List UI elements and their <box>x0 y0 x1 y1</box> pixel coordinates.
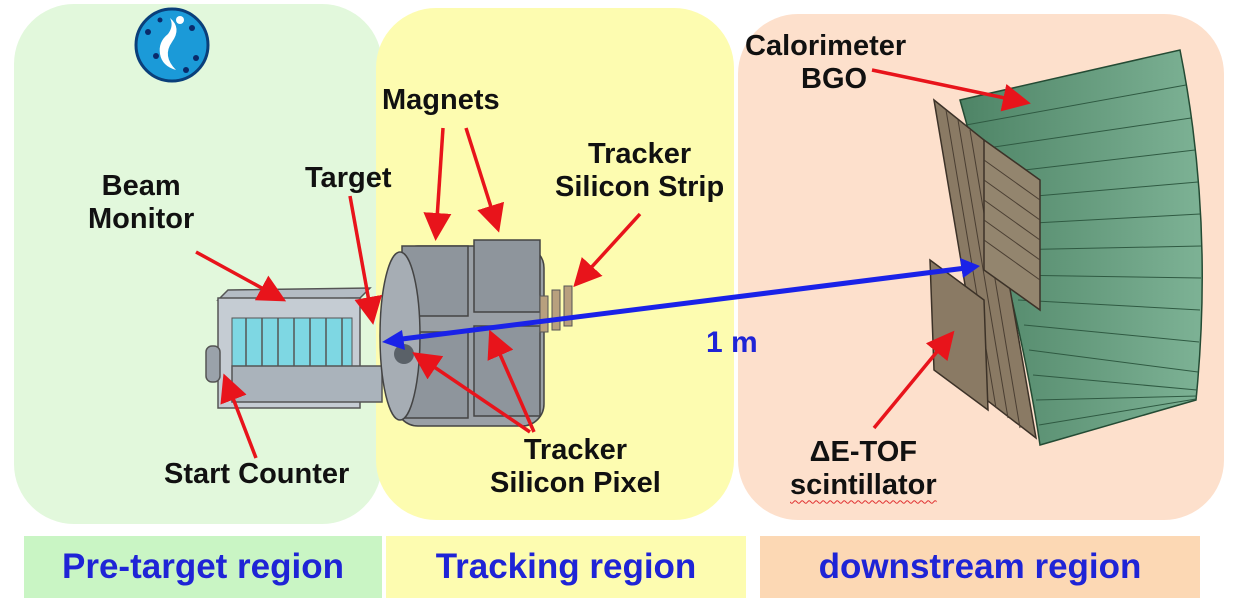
start-counter-label: Start Counter <box>164 458 350 490</box>
logo-icon <box>134 7 210 83</box>
calorimeter-pointer <box>871 68 1031 112</box>
target-pointer <box>348 195 383 325</box>
calorimeter-label-line1: Calorimeter <box>745 30 907 62</box>
magnet-pointer-right <box>464 127 505 233</box>
pre-target-region-label: Pre-target region <box>24 536 382 598</box>
distance-arrow <box>382 258 980 350</box>
calorimeter-label-line2: BGO <box>801 63 868 96</box>
pixel-pointer-left <box>412 352 531 434</box>
tracker-strip-label-line1: Tracker <box>587 138 692 170</box>
strip-pointer <box>573 212 642 288</box>
tracker-strip-label: Tracker Silicon Strip <box>555 138 724 205</box>
tracker-pixel-label: Tracker Silicon Pixel <box>490 434 661 501</box>
pre-target-region-bg <box>14 4 382 524</box>
beam-monitor-label: Beam Monitor <box>88 170 194 237</box>
tracker-strip-label-line2: Silicon Strip <box>555 171 725 204</box>
downstream-region-label: downstream region <box>760 536 1200 598</box>
beam-monitor-pointer <box>195 250 287 302</box>
pixel-pointer-right <box>487 329 536 433</box>
start-counter-pointer <box>220 373 258 459</box>
tracker-pixel-label-line1: Tracker <box>523 434 628 466</box>
tof-wall-drawing <box>929 98 1041 440</box>
target-label: Target <box>305 162 392 194</box>
tof-label: ΔE-TOF scintillator <box>790 436 937 503</box>
beam-monitor-drawing <box>205 287 383 409</box>
tof-label-line1: ΔE-TOF <box>809 436 917 468</box>
tof-label-line2: scintillator <box>790 469 937 502</box>
magnets-label: Magnets <box>382 84 500 116</box>
calorimeter-label: Calorimeter BGO <box>745 30 906 97</box>
beam-monitor-label-line1: Beam <box>101 170 181 202</box>
tracker-pixel-label-line2: Silicon Pixel <box>490 467 661 500</box>
distance-label: 1 m <box>706 326 758 359</box>
tof-pointer <box>872 330 955 430</box>
magnet-pointer-left <box>423 127 452 241</box>
tracking-region-label: Tracking region <box>386 536 746 598</box>
magnets-drawing <box>379 239 573 427</box>
beam-monitor-label-line2: Monitor <box>88 203 195 236</box>
